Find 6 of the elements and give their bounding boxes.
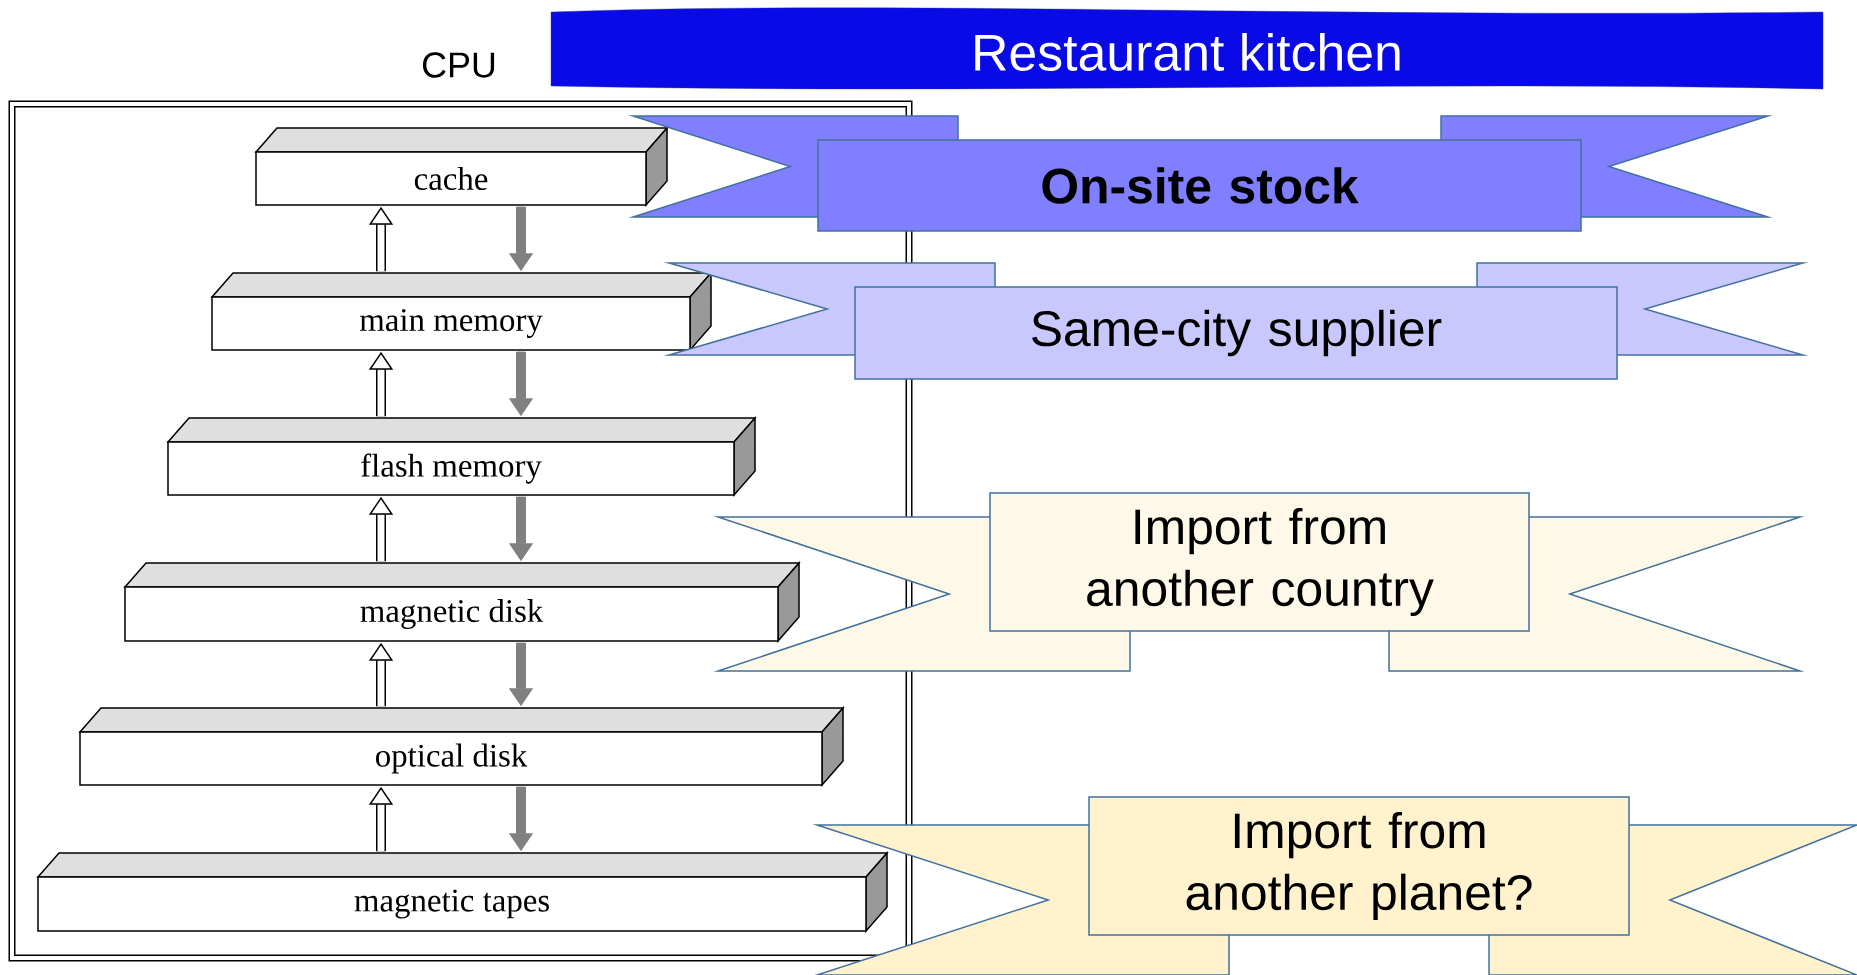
ribbon-banner: Import from another planet?	[812, 796, 1857, 975]
title-banner: Restaurant kitchen	[550, 7, 1824, 90]
node-label: CPU	[422, 52, 495, 78]
ribbon-banner: Import from another country	[713, 492, 1805, 672]
ribbon-banner: On-site stock	[628, 115, 1773, 232]
ribbon-banner: Same-city supplier	[663, 262, 1809, 380]
